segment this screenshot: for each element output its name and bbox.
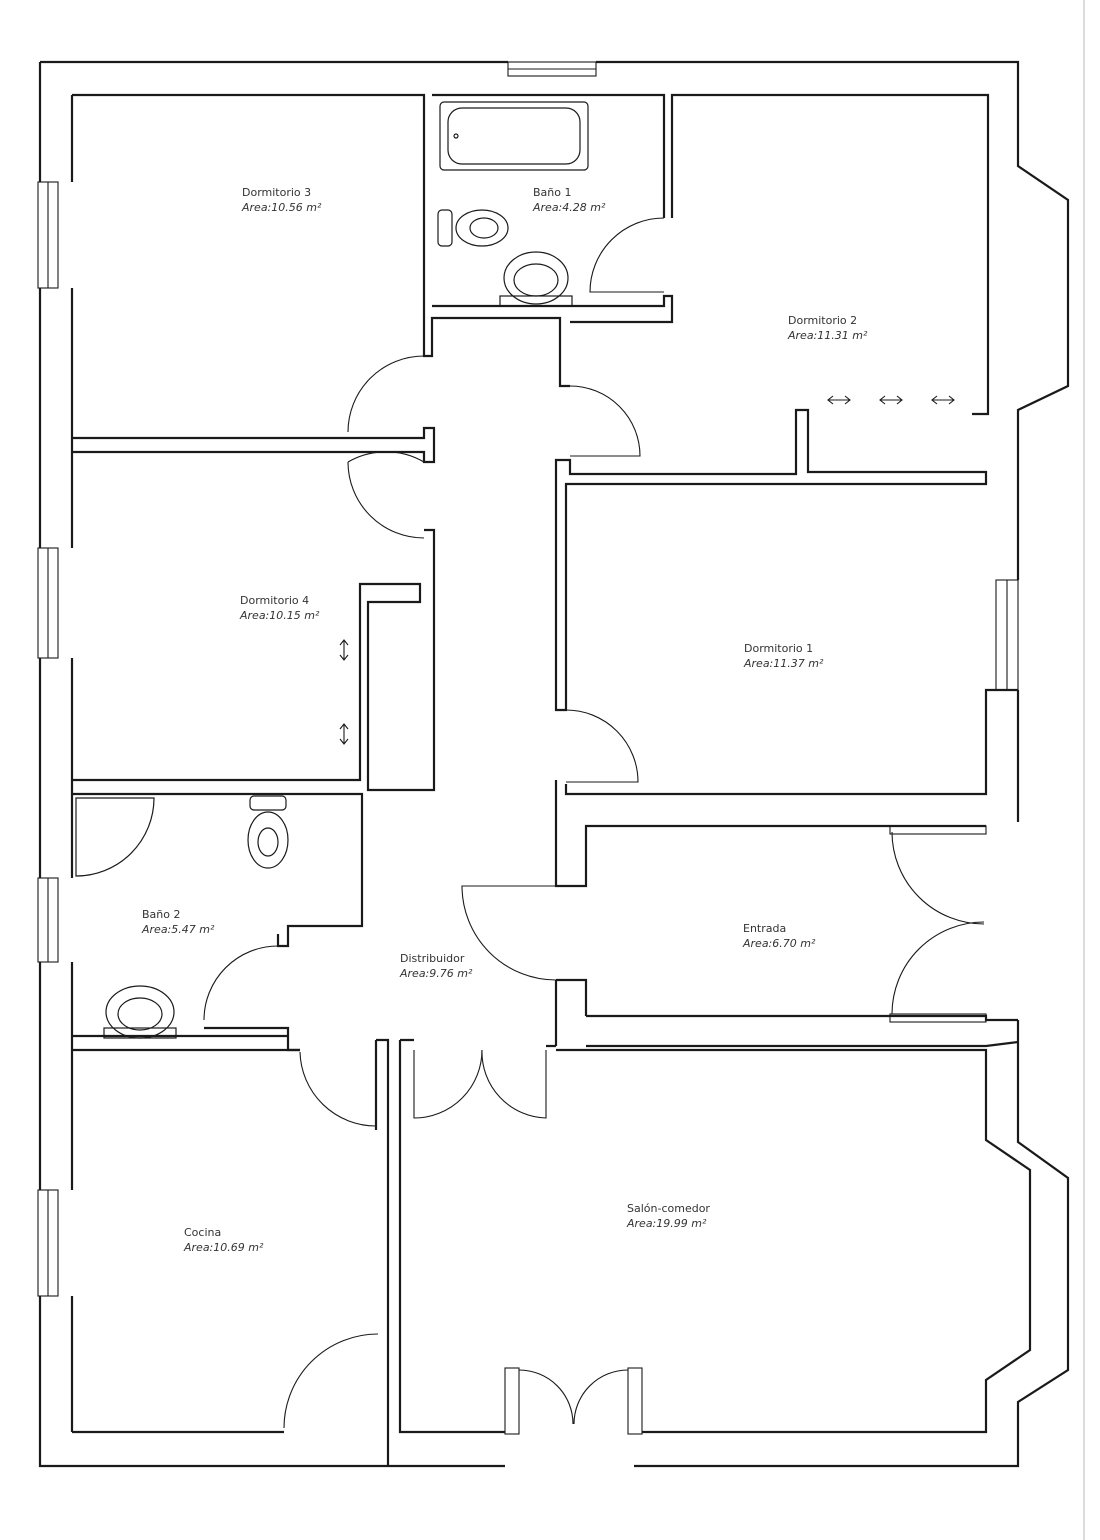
room-entrada: Entrada Area:6.70 m²: [742, 922, 816, 950]
room-area: Area:10.69 m²: [183, 1241, 264, 1254]
room-area: Area:10.15 m²: [239, 609, 320, 622]
room-name: Dormitorio 4: [240, 594, 309, 607]
door-swings: [203, 217, 985, 1429]
bathtub-drain: [453, 133, 459, 139]
room-bano-1: Baño 1 Area:4.28 m²: [532, 186, 606, 214]
room-dormitorio-2: Dormitorio 2 Area:11.31 m²: [787, 314, 868, 342]
room-dormitorio-3: Dormitorio 3 Area:10.56 m²: [241, 186, 322, 214]
room-area: Area:11.31 m²: [787, 329, 868, 342]
sink-2-bowl: [117, 997, 163, 1031]
sliding-door-arrow-icon: [339, 723, 349, 745]
room-name: Dormitorio 1: [744, 642, 813, 655]
sliding-door-arrow-icon: [827, 395, 851, 405]
windows: [37, 61, 1019, 1435]
room-area: Area:11.37 m²: [743, 657, 824, 670]
toilet-2-tank: [249, 795, 287, 811]
room-name: Baño 2: [142, 908, 180, 921]
room-name: Distribuidor: [400, 952, 465, 965]
room-name: Cocina: [184, 1226, 221, 1239]
room-area: Area:5.47 m²: [141, 923, 215, 936]
room-area: Area:19.99 m²: [626, 1217, 707, 1230]
fixtures: [75, 101, 955, 1039]
sink-2-basin: [105, 985, 175, 1039]
room-name: Baño 1: [533, 186, 571, 199]
bathtub-inner: [447, 107, 581, 165]
room-area: Area:6.70 m²: [742, 937, 816, 950]
room-bano-2: Baño 2 Area:5.47 m²: [141, 908, 215, 936]
room-labels: Dormitorio 3 Area:10.56 m² Baño 1 Area:4…: [141, 186, 868, 1254]
room-salon-comedor: Salón-comedor Area:19.99 m²: [626, 1202, 710, 1230]
outer-walls: [38, 60, 1070, 1468]
toilet-1-tank: [437, 209, 453, 247]
sink-1-basin: [503, 251, 569, 305]
room-area: Area:9.76 m²: [399, 967, 473, 980]
room-distribuidor: Distribuidor Area:9.76 m²: [399, 952, 473, 980]
room-dormitorio-4: Dormitorio 4 Area:10.15 m²: [239, 594, 320, 622]
toilet-2-bowl: [247, 811, 289, 869]
sliding-door-arrow-icon: [931, 395, 955, 405]
sliding-door-arrow-icon: [879, 395, 903, 405]
room-name: Salón-comedor: [627, 1202, 710, 1215]
sliding-door-arrow-icon: [339, 639, 349, 661]
toilet-1-seat: [469, 217, 499, 239]
bathtub: [439, 101, 589, 171]
room-name: Dormitorio 3: [242, 186, 311, 199]
toilet-2-seat: [257, 827, 279, 857]
toilet-1-bowl: [455, 209, 509, 247]
shower-tray: [75, 797, 155, 877]
interior-walls: [72, 93, 1032, 1466]
sink-1-bowl: [513, 263, 559, 297]
room-area: Area:4.28 m²: [532, 201, 606, 214]
room-area: Area:10.56 m²: [241, 201, 322, 214]
room-name: Entrada: [743, 922, 786, 935]
room-name: Dormitorio 2: [788, 314, 857, 327]
room-dormitorio-1: Dormitorio 1 Area:11.37 m²: [743, 642, 824, 670]
room-cocina: Cocina Area:10.69 m²: [183, 1226, 264, 1254]
